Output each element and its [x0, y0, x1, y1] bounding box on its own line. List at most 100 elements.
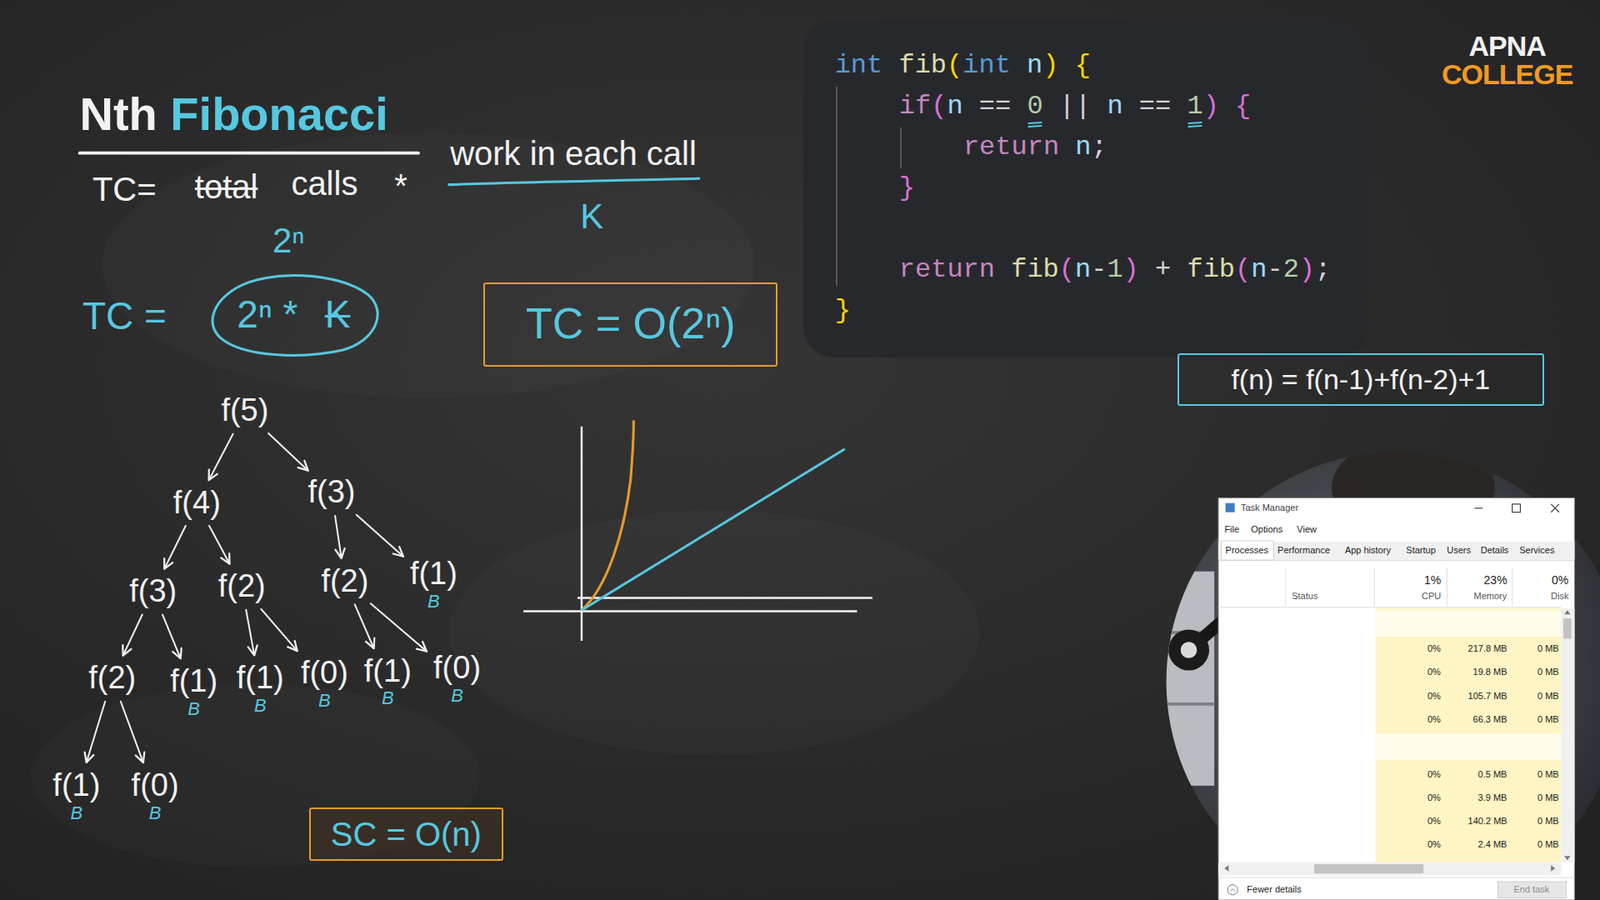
code-token: ||: [1059, 90, 1091, 122]
code-token: {: [1235, 90, 1251, 122]
call-arrow: [209, 434, 234, 480]
code-token: [963, 90, 980, 122]
title-word: [157, 87, 171, 140]
call-arrow: [370, 603, 427, 651]
chalk-note: 2ⁿ: [272, 220, 305, 261]
call-label: f(2): [320, 563, 369, 600]
call-node: f(5): [216, 390, 273, 431]
title-word: Fibonacci: [170, 87, 388, 140]
group-row: [1375, 610, 1562, 637]
call-label: f(0): [433, 650, 481, 687]
column-separator: [1446, 567, 1448, 607]
code-token: [995, 254, 1011, 285]
base-case-mark: B: [70, 804, 83, 823]
minimize-icon: [1474, 507, 1483, 509]
code-token: if: [899, 90, 931, 122]
code-token: [1170, 254, 1187, 285]
call-label: f(1): [52, 767, 100, 805]
chalk-formula: 2ⁿ *: [236, 292, 298, 337]
window-text: 0%: [1427, 714, 1441, 725]
slide-title: Nth Fibonacci: [80, 87, 389, 141]
code-token: 0: [1026, 90, 1043, 122]
code-token: [1058, 50, 1075, 81]
call-node: f(0)B: [429, 648, 485, 707]
call-node: f(1)B: [48, 765, 105, 825]
code-token: n: [1026, 50, 1043, 81]
chalk-circle: [212, 275, 378, 356]
window-text: Status: [1291, 590, 1318, 602]
code-token: n: [1075, 131, 1091, 163]
window-text: 140.2 MB: [1468, 815, 1508, 827]
window-text: 0%: [1427, 643, 1441, 655]
code-token: 1: [1186, 90, 1203, 122]
window-text: Users: [1446, 545, 1471, 556]
window-text: 0 MB: [1537, 643, 1560, 655]
window-text: Details: [1480, 545, 1510, 556]
code-token: int: [962, 50, 1011, 81]
details-icon: [1230, 889, 1235, 892]
call-node: f(1)B: [405, 554, 462, 613]
call-label: f(5): [220, 392, 269, 430]
code-token: -: [1266, 254, 1283, 285]
base-case-mark: B: [427, 592, 440, 611]
window-text: 217.8 MB: [1468, 643, 1508, 655]
tab-line: [1218, 560, 1575, 561]
code-token: [1059, 131, 1075, 163]
header-line: [1218, 606, 1561, 608]
call-node: f(0)B: [127, 765, 184, 825]
code-token: return: [899, 254, 995, 285]
code-token: int: [835, 50, 884, 81]
call-node: f(3): [125, 571, 181, 612]
chalk-smudge: [449, 510, 980, 755]
scroll-thumb: [1314, 864, 1424, 874]
window-text: Task Manager: [1240, 502, 1299, 514]
task-manager-window: [1218, 498, 1575, 900]
formula-text: TC = O(2ⁿ): [525, 299, 736, 350]
linear-curve: [581, 449, 845, 610]
code-line: return n;: [835, 127, 1108, 169]
call-arrow: [123, 615, 143, 656]
base-case-mark: B: [187, 700, 200, 719]
code-token: fib: [1010, 254, 1060, 285]
code-token: fib: [898, 50, 947, 81]
call-label: f(0): [131, 767, 180, 805]
graph-axis: [523, 610, 857, 612]
window-text: File: [1224, 524, 1240, 535]
code-token: +: [1155, 254, 1171, 285]
window-text: App history: [1345, 545, 1391, 556]
call-node: f(0)B: [296, 653, 353, 712]
window-text: 0%: [1427, 839, 1441, 850]
result-box: SC = O(n): [309, 807, 504, 862]
code-token: ): [1123, 254, 1140, 285]
call-arrow: [356, 515, 404, 557]
window-text: 105.7 MB: [1468, 690, 1508, 702]
window-text: Memory: [1474, 590, 1508, 602]
scroll-arrow: [1564, 610, 1570, 860]
call-arrow: [209, 525, 230, 565]
column-separator: [1374, 567, 1375, 607]
window-text: 0%: [1427, 815, 1441, 827]
webcam-background: [1163, 449, 1600, 900]
window-text: 0 MB: [1537, 815, 1560, 827]
scrollbar: [1218, 862, 1561, 876]
code-token: n: [1250, 254, 1267, 285]
code-panel: int fib(int n) {if(n == 0 || n == 1) {re…: [803, 20, 1368, 357]
window-text: 0.5 MB: [1478, 769, 1508, 780]
chalk-note: TC=: [92, 170, 157, 209]
code-token: [1219, 90, 1235, 122]
code-token: ==: [979, 90, 1011, 122]
code-token: }: [899, 172, 915, 204]
code-token: {: [1075, 50, 1091, 81]
mic-arm-joint: [1180, 641, 1198, 659]
code-token: ): [1203, 90, 1220, 122]
chalk-note: *: [394, 166, 408, 205]
code-token: ;: [1091, 131, 1108, 163]
title-word: Nth: [80, 87, 158, 140]
code-line: int fib(int n) {: [835, 45, 1091, 87]
call-node: f(4): [169, 483, 225, 524]
call-label: f(0): [300, 655, 349, 692]
call-label: f(1): [236, 660, 285, 697]
logo-text: COLLEGE: [1441, 58, 1573, 91]
call-label: f(3): [307, 474, 355, 511]
